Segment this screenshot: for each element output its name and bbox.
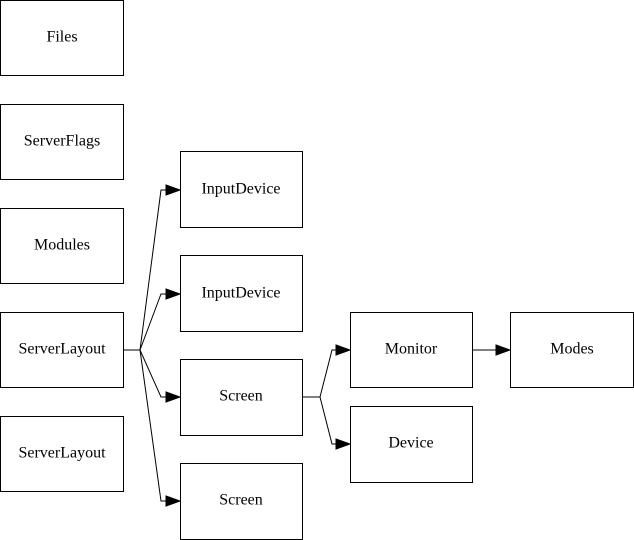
node-files: Files [0, 0, 124, 76]
node-inputdevice-2-label: InputDevice [201, 285, 280, 302]
node-screen-1: Screen [180, 359, 303, 436]
node-inputdevice-2: InputDevice [180, 255, 303, 332]
node-serverlayout-1: ServerLayout [0, 312, 124, 388]
edge-monitor-modes [472, 344, 512, 356]
edge-serverlayout-inputdevice-2 [139, 288, 182, 351]
edge-serverlayout-screen-1 [139, 349, 182, 403]
node-serverlayout-2: ServerLayout [0, 416, 124, 492]
node-inputdevice-1-label: InputDevice [201, 181, 280, 198]
node-modes: Modes [510, 312, 634, 388]
node-files-label: Files [46, 29, 77, 46]
edge-screen-monitor [302, 344, 352, 398]
node-device-label: Device [388, 435, 433, 452]
node-modules-label: Modules [34, 237, 90, 254]
node-serverflags: ServerFlags [0, 104, 124, 180]
node-modules: Modules [0, 208, 124, 284]
diagram-edges [124, 184, 512, 507]
edge-serverlayout-screen-2 [139, 349, 182, 507]
node-screen-1-label: Screen [219, 388, 263, 405]
node-inputdevice-1: InputDevice [180, 151, 303, 228]
node-serverlayout-2-label: ServerLayout [18, 445, 106, 462]
node-modes-label: Modes [550, 341, 594, 358]
node-screen-2: Screen [180, 463, 303, 540]
node-device: Device [350, 406, 473, 483]
edge-screen-device [319, 396, 352, 450]
node-serverlayout-1-label: ServerLayout [18, 341, 106, 358]
node-monitor: Monitor [350, 312, 473, 388]
node-screen-2-label: Screen [219, 492, 263, 509]
node-serverflags-label: ServerFlags [24, 133, 100, 150]
edge-serverlayout-inputdevice-1 [124, 184, 182, 351]
node-monitor-label: Monitor [385, 341, 438, 358]
